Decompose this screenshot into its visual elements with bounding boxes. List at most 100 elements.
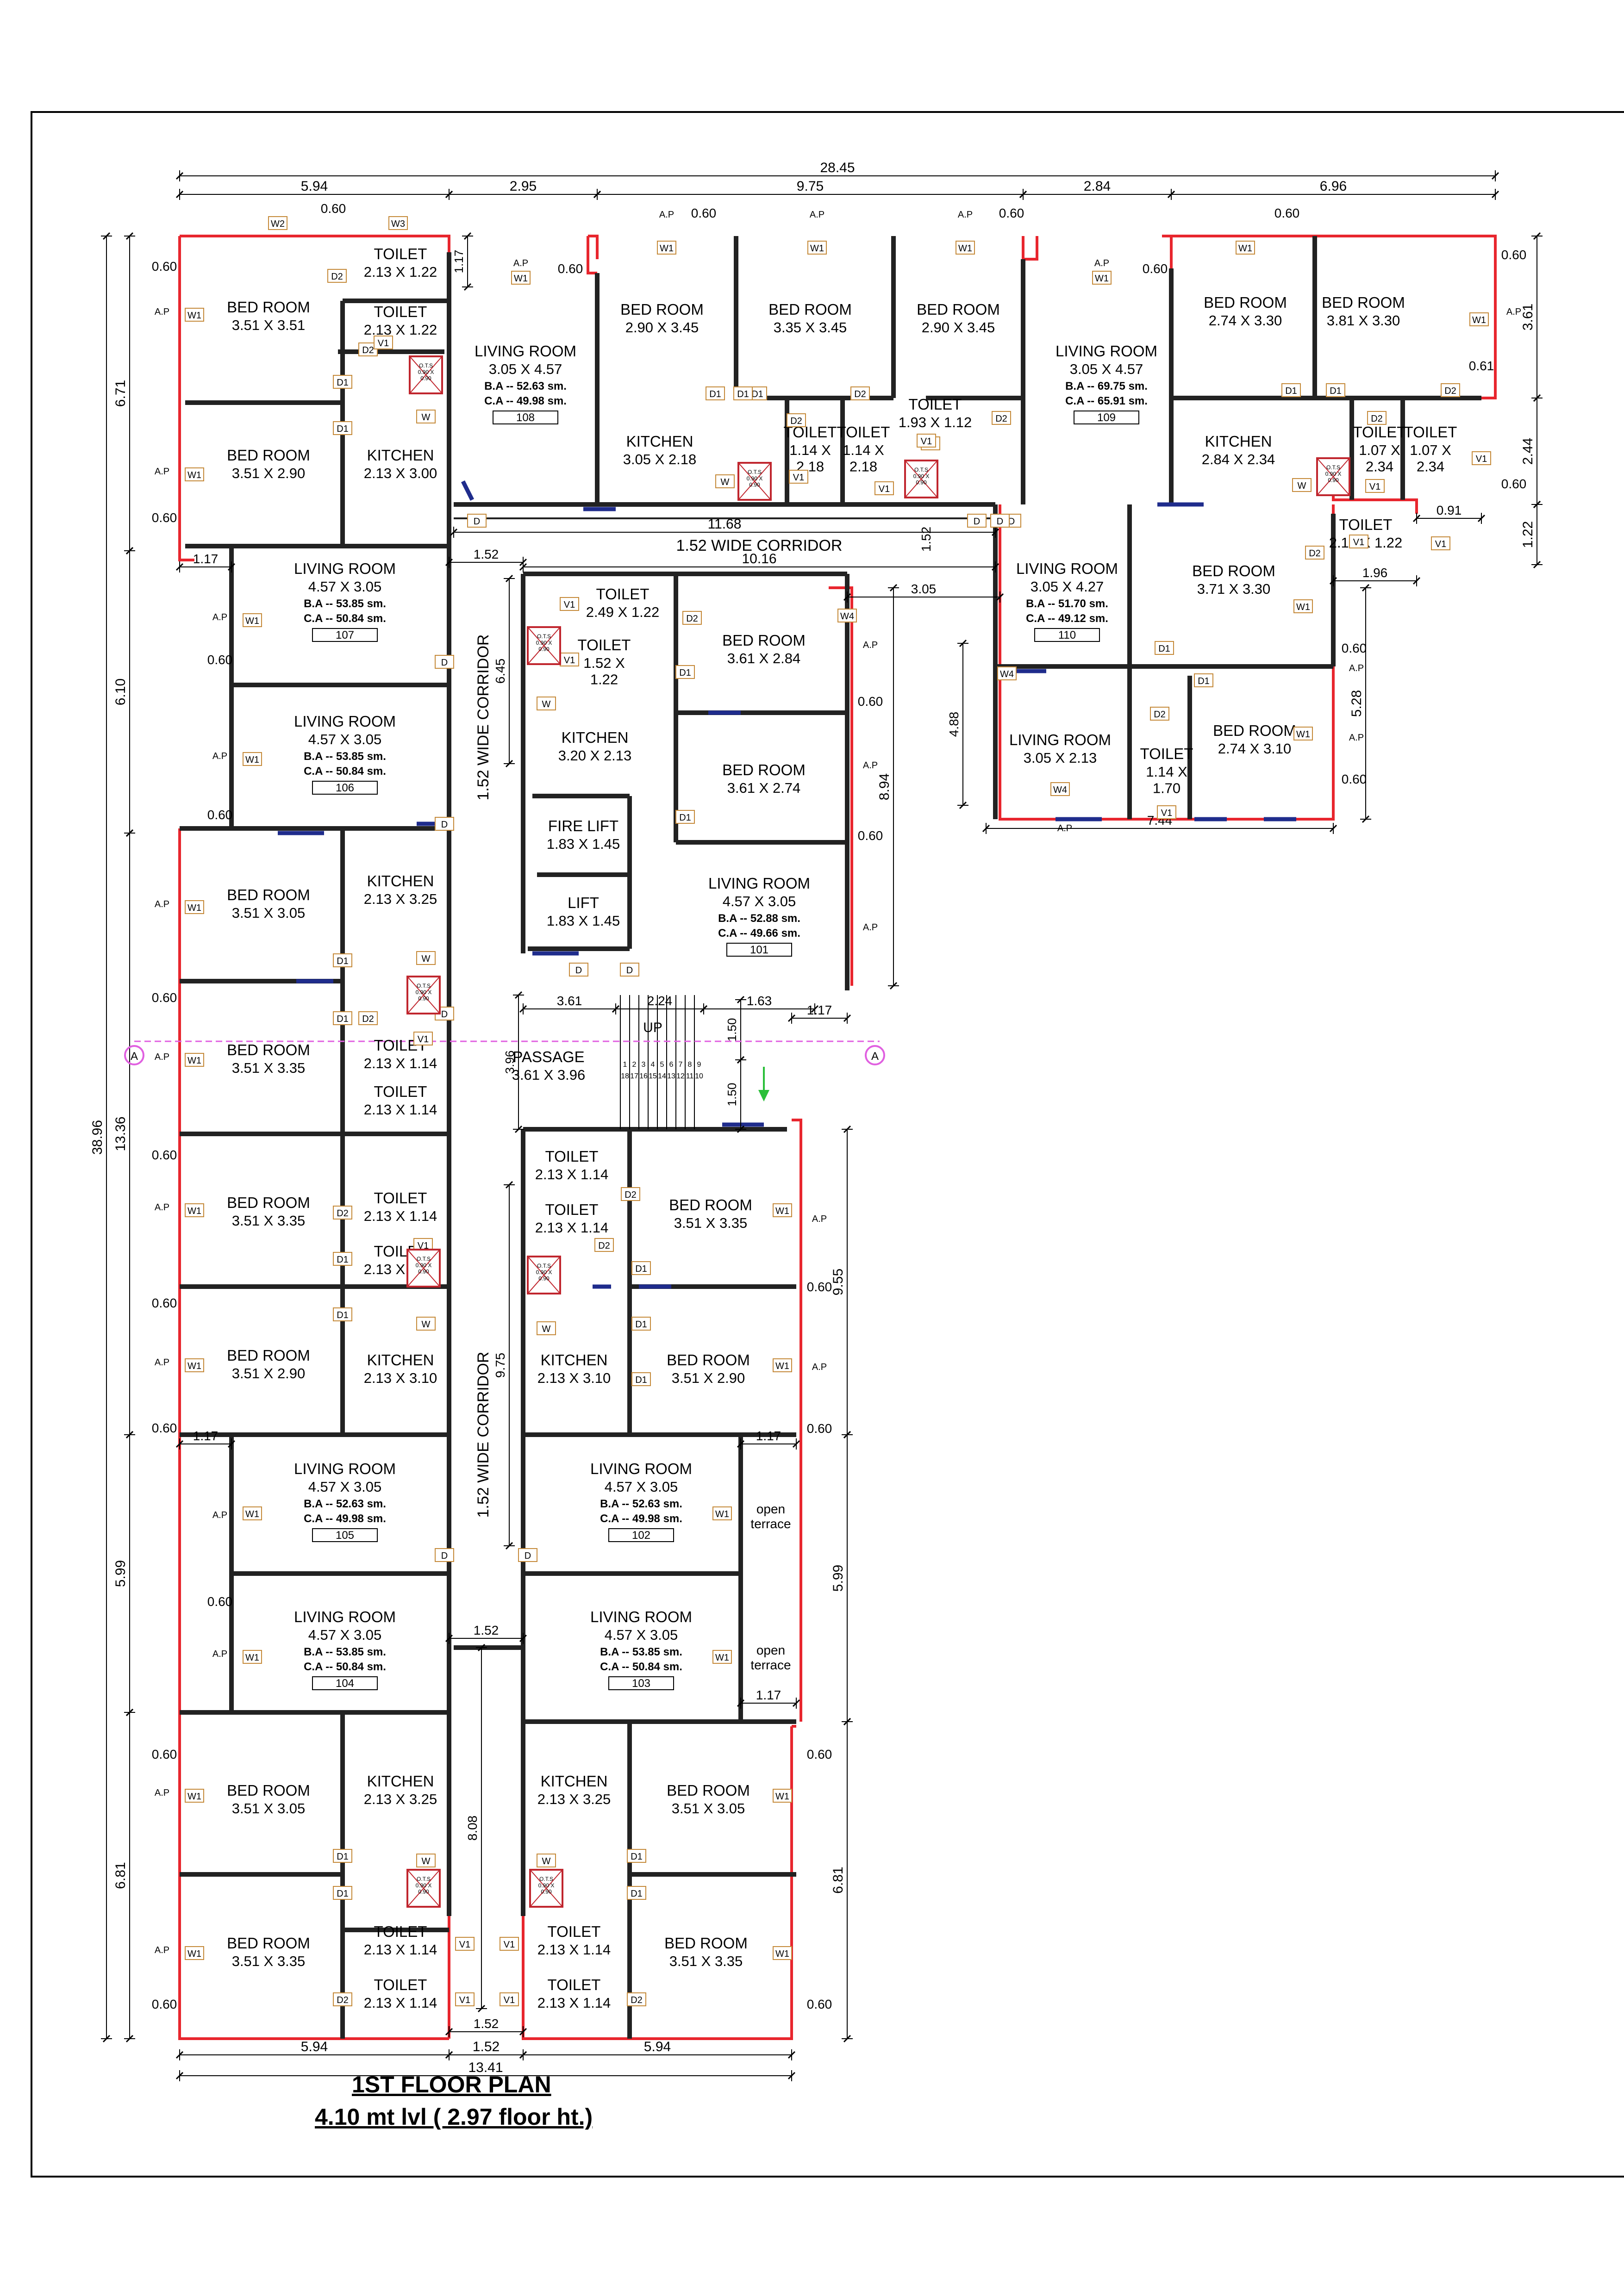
label-line: 1.63 — [747, 994, 772, 1008]
access-panel-label: A.P — [812, 1214, 827, 1224]
label-line: D1 — [337, 1255, 349, 1265]
dimension-tick — [445, 2051, 453, 2059]
label-line: 2.74 X 3.30 — [1209, 312, 1282, 329]
label-line: 2 — [632, 1061, 637, 1069]
access-panel-label: A.P — [155, 307, 169, 317]
built-area-label: B.A -- 52.88 sm. — [718, 912, 800, 925]
opening-tag-w-text: W — [422, 954, 431, 964]
opening-tag-d-text: D — [525, 1551, 531, 1561]
label-line: O.T.S — [417, 1256, 431, 1262]
unit-number-box — [1074, 411, 1139, 424]
label-line: 108 — [516, 411, 535, 424]
dim-inner: 3.96 — [503, 1051, 517, 1074]
room-name: TOILET — [374, 245, 427, 262]
dim-inner: 1.17 — [193, 552, 219, 566]
label-line: 0.90 — [418, 1269, 429, 1275]
dim-right: 1.22 — [1520, 521, 1536, 548]
opening-tag-w-text: W — [721, 477, 730, 487]
label-line: W1 — [1296, 602, 1310, 612]
opening-tag-w — [416, 410, 436, 423]
opening-tag-w1-text: W1 — [775, 1949, 789, 1959]
grid-bubble-label: A — [131, 1050, 138, 1063]
opening-tag-w — [416, 1854, 436, 1867]
unit-number-box — [493, 411, 558, 424]
opening-tag-w4 — [997, 666, 1017, 680]
unit-number-box — [312, 1676, 378, 1690]
room-name: BED ROOM — [667, 1351, 750, 1369]
opening-tag-v1-text: V1 — [378, 338, 389, 348]
room-size: 3.51 X 3.05 — [672, 1800, 745, 1817]
label-line: 0.61 — [1469, 359, 1494, 373]
dim-inner: 8.08 — [465, 1816, 480, 1841]
label-line: W1 — [775, 1792, 789, 1802]
room-name: BED ROOM — [1322, 294, 1405, 311]
access-panel-label: A.P — [212, 612, 227, 622]
dimension-tick — [811, 1005, 819, 1013]
access-panel-label: A.P — [958, 210, 973, 220]
label-line: LIFT — [568, 894, 599, 911]
label-line: 9.75 — [797, 179, 824, 194]
ots-cross — [530, 1869, 563, 1907]
label-line: D — [575, 965, 582, 976]
label-line: BED ROOM — [227, 1041, 310, 1058]
opening-tag-w1 — [1293, 599, 1313, 613]
opening-tag-v1-text: V1 — [1435, 539, 1446, 549]
opening-tag-w1 — [243, 752, 262, 766]
room-size: 2.13 X 1.22 — [364, 322, 437, 338]
dim-offset-label: 0.60 — [152, 259, 177, 274]
opening-tag-w-text: W — [1298, 481, 1306, 491]
label-line: 103 — [632, 1677, 650, 1690]
dimension-tick — [175, 563, 184, 571]
opening-tag-v1 — [560, 597, 579, 611]
label-line: BED ROOM — [227, 1347, 310, 1364]
stair-arrow-head — [758, 1090, 769, 1101]
label-line: 0.90 — [538, 646, 550, 653]
dimension-tick — [505, 759, 513, 768]
label-line: W4 — [1000, 669, 1014, 679]
label-line: 9 — [697, 1061, 701, 1069]
label-line: B.A -- 51.70 sm. — [1026, 597, 1108, 610]
label-line: 3.61 — [557, 994, 582, 1008]
label-line: 8.08 — [465, 1816, 480, 1841]
opening-tag-v1-text: V1 — [418, 1241, 429, 1251]
label-line: 7 — [679, 1061, 683, 1069]
label-line: O.T.S — [417, 983, 431, 989]
label-line: D — [441, 658, 448, 668]
label-line: 1.22 — [1520, 521, 1536, 548]
opening-tag-v1-text: V1 — [793, 473, 804, 483]
label-line: 0.90 X — [1325, 471, 1342, 477]
label-line: TOILET — [374, 1976, 427, 1993]
carpet-area-label: C.A -- 49.66 sm. — [718, 927, 800, 940]
opening-tag-d — [435, 655, 454, 669]
label-line: 5.99 — [831, 1565, 846, 1592]
label-line: A.P — [212, 751, 227, 761]
opening-tag-v1-text: V1 — [879, 484, 890, 494]
label-line: 2.49 X 1.22 — [586, 604, 660, 620]
room-name: TOILET — [578, 636, 631, 653]
label-line: 0.90 X — [416, 1882, 432, 1889]
room-name: TOILET — [1140, 745, 1193, 762]
label-line: TOILET — [374, 303, 427, 320]
opening-tag-d2 — [327, 269, 347, 283]
opening-tag-v1-text: V1 — [504, 1995, 515, 2005]
label-line: W — [721, 477, 730, 487]
label-line: V1 — [1476, 454, 1487, 464]
dimension-tick — [737, 996, 745, 1004]
room-name: TOILET — [596, 585, 650, 603]
label-line: 2.13 X 1.14 — [364, 1941, 437, 1958]
label-line: V1 — [504, 1940, 515, 1950]
label-line: 2.90 X 3.45 — [922, 319, 995, 336]
wall-outline — [829, 586, 853, 986]
room-size: 4.57 X 3.05 — [308, 1627, 382, 1643]
opening-tag-d2-text: D2 — [625, 1190, 637, 1200]
label-line: 6.81 — [113, 1862, 128, 1889]
label-line: 0.60 — [152, 1296, 177, 1310]
label-line: 0.60 — [152, 1148, 177, 1162]
